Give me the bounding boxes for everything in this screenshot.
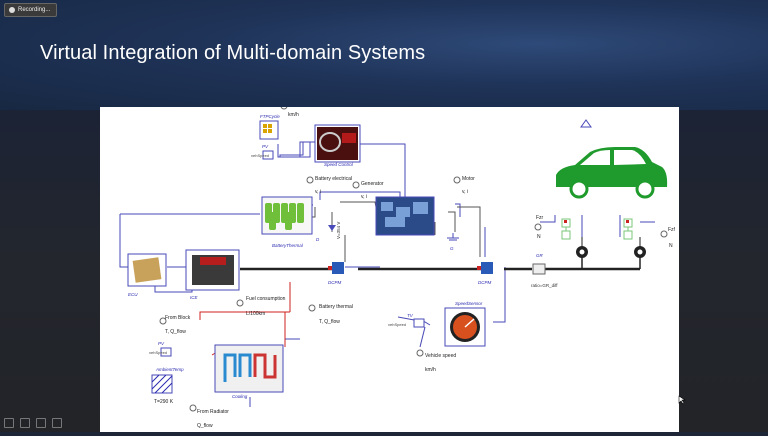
rear-suspension [561,218,571,240]
fuel-units-label: L/100km [246,311,265,317]
motor-sensor [453,176,461,184]
pv-top-port-label: vehSpeed [251,153,269,158]
ambient-temp-label: AmbientTemp [155,367,184,372]
pv-bottom-block[interactable] [160,347,172,357]
ecu-label: ECU [128,292,138,297]
ftp-cycle-icon [263,124,272,133]
ground-icon [447,233,459,241]
ftp-cycle-label: FTPCycle [260,114,280,119]
from-radiator-sensor [189,404,197,412]
ice-label: ICE [190,295,199,300]
diode-label: D [316,237,320,242]
from-block-sensor [159,317,167,325]
annotate-icon[interactable] [4,418,14,428]
ecu-image [132,257,162,283]
fzr-label: Fzr [536,215,544,221]
zoom-icon[interactable] [36,418,46,428]
battery-thermal-label: Battery thermal [319,304,353,310]
speed-control-image [317,127,358,160]
from-block-label: From Block [165,315,191,321]
car-icon [556,147,668,199]
fzr-unit: N [537,234,541,240]
ambient-temp-block[interactable] [151,374,173,394]
battery-thermal-block-label: BatteryThermal [272,243,304,248]
from-block-q: T, Q_flow [165,329,186,335]
vehicle-speed-units: km/h [425,367,436,373]
front-suspension [623,218,633,240]
wheel-wires [540,215,655,237]
pv-bottom-port-label: vehSpeed [149,350,167,355]
cooling-label: Cooling [232,394,248,399]
ambient-temp-hatch [151,374,173,394]
battery-thermal-q: T, Q_flow [319,319,340,325]
fzr-sensor [534,223,542,231]
generator-label: Generator [361,181,384,187]
pv-bottom-label: PV [158,341,165,346]
dcpm-left-block[interactable] [332,262,344,274]
from-radiator-label: From Radiator [197,409,229,415]
speed-control-detail [342,133,356,143]
record-icon [9,7,15,13]
electric-machine-image [381,202,428,227]
battery-thermal-sensor [308,304,316,312]
pv-top-block[interactable] [262,150,274,160]
fuel-consumption-label: Fuel consumption [246,296,286,302]
speed-sensor-label: SpeedSensor [455,301,483,306]
kmh-top-label: km/h [288,112,299,118]
slide-title: Virtual Integration of Multi-domain Syst… [40,42,426,64]
bottom-toolbar [4,418,62,428]
model-diagram: FTPCycle km/h PV vehSpeed Speed Control … [100,102,679,432]
ground-label: G [450,246,454,251]
motor-label: Motor [462,176,475,182]
thermal-wires [199,282,291,356]
gear-ratio-label: ratio=GR_diff [531,283,558,288]
gear-block[interactable] [532,263,546,275]
q-flow-label: Q_flow [197,423,213,429]
battery-electrical-sensor [306,176,314,184]
battery-cells-icon [265,203,304,230]
kmh-top-port [280,102,288,110]
speed-control-label: Speed Control [324,162,354,167]
recording-indicator[interactable]: Recording... [4,3,58,17]
dcpm-left-port [328,266,332,270]
diode-icon [328,225,336,231]
fzf-label: Fzf [668,227,676,233]
menu-icon[interactable] [52,418,62,428]
motor-vi: v, i [462,189,468,195]
battery-electrical-vi: v, i [315,189,321,195]
tv-label: TV [407,313,414,318]
front-wheel [634,237,646,258]
dcpm-left-label: DCPM [328,280,342,285]
recording-label: Recording... [18,7,51,13]
voltage-label: V=354 V [336,222,341,239]
cooling-pipes-icon [223,353,277,382]
dcpm-right-block[interactable] [481,262,493,274]
mouse-cursor-icon [678,395,686,405]
rear-wheel [576,237,588,258]
vehicle-speed-sensor [416,349,424,357]
tv-block[interactable] [413,318,425,328]
engine-cover [200,257,226,265]
speedometer-needle [464,318,475,328]
fzf-sensor [660,230,668,238]
generator-vi: v, i [361,194,367,200]
pv-top-label: PV [262,144,269,149]
fuel-consumption-sensor [236,299,244,307]
car-orientation-icon [580,119,592,128]
generator-sensor [352,181,360,189]
tv-port-label: vehSpeed [388,322,406,327]
battery-electrical-label: Battery electrical [315,176,352,182]
dcpm-right-port [477,266,481,270]
gear-label: GR [536,253,544,258]
fzf-unit: N [669,243,673,249]
steering-wheel-icon [319,132,341,152]
wheel-ports [564,220,629,223]
vehicle-speed-label: Vehicle speed [425,353,456,359]
dcpm-right-label: DCPM [478,280,492,285]
ambient-temp-value: T=290 K [154,399,174,405]
title-banner [0,0,768,110]
pen-icon[interactable] [20,418,30,428]
